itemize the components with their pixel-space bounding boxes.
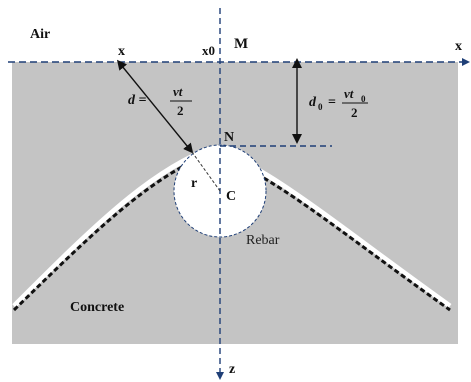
concrete-label: Concrete bbox=[70, 300, 124, 315]
m-label: M bbox=[234, 36, 248, 52]
z-label: z bbox=[229, 362, 235, 377]
formula-d0-denominator: 2 bbox=[351, 105, 358, 120]
x-label-right: x bbox=[455, 39, 462, 54]
formula-d0-sub: 0 bbox=[318, 102, 323, 112]
formula-d-denominator: 2 bbox=[177, 103, 184, 118]
radius-line bbox=[191, 151, 221, 192]
formula-d: d = vt 2 bbox=[128, 84, 192, 118]
r-label: r bbox=[191, 176, 197, 191]
air-label: Air bbox=[30, 27, 50, 42]
x-label-left: x bbox=[118, 44, 125, 59]
formula-d0-eq: = bbox=[328, 95, 336, 110]
c-label: C bbox=[226, 189, 236, 204]
n-label: N bbox=[224, 130, 234, 145]
formula-d-numerator: vt bbox=[173, 84, 183, 99]
rebar-label: Rebar bbox=[246, 233, 280, 248]
formula-d-lhs: d = bbox=[128, 93, 147, 108]
d-arrow bbox=[116, 59, 194, 154]
formula-d0-lhs: d bbox=[309, 95, 317, 110]
formula-d0-numerator-sub: 0 bbox=[361, 94, 366, 104]
x0-label: x0 bbox=[202, 43, 215, 58]
formula-d0-numerator: vt bbox=[344, 86, 354, 101]
formula-d0: d 0 = vt 0 2 bbox=[309, 86, 368, 120]
